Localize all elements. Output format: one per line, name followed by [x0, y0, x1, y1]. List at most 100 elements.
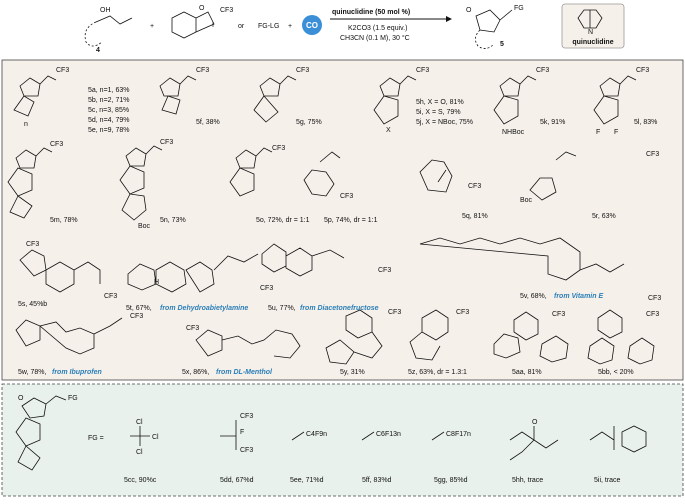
n-subscript: n [24, 121, 28, 128]
cf3-label: CF3 [536, 67, 549, 74]
product-o-label: O [466, 7, 472, 14]
nhboc-label: NHBoc [502, 129, 525, 136]
cf3-label: CF3 [260, 285, 273, 292]
caption-5g: 5g, 75% [296, 119, 322, 126]
cf3-label: CF3 [296, 67, 309, 74]
fg-core-structure: O FG [15, 395, 78, 471]
caption-5ff: 5ff, 83%d [362, 477, 392, 484]
caption-5e: 5e, n=9, 78% [88, 127, 129, 134]
cf3-label: CF3 [186, 325, 199, 332]
substrate-label: 4 [96, 47, 100, 54]
fg-ccl3: Cl Cl Cl [130, 419, 159, 456]
cf3-label: CF3 [456, 309, 469, 316]
plus-2: + [288, 23, 292, 30]
row2-atom-labels: CF3 CF3 CF3 CF3 CF3 CF3 Boc Boc [50, 139, 659, 230]
product-5: O FG 5 [466, 5, 524, 49]
row4-atom-labels: CF3 CF3 CF3 CF3 CF3 CF3 [130, 309, 659, 332]
cf3-label: CF3 [340, 193, 353, 200]
main-panel [1, 59, 684, 381]
caption-5b: 5b, n=2, 71% [88, 97, 129, 104]
caption-5n: 5n, 73% [160, 217, 186, 224]
row3-structures [19, 237, 625, 293]
row4-structures [15, 309, 655, 365]
row3-atom-labels: CF3 CF3 CF3 CF3 CF3 H [26, 241, 661, 302]
cf3-label: CF3 [378, 267, 391, 274]
togni-o-label: O [199, 5, 205, 12]
c8f17-label: C8F17n [446, 431, 471, 438]
row1-structures [13, 75, 637, 125]
cf3-label: CF3 [646, 151, 659, 158]
fg-c4f9: C4F9n [291, 431, 327, 441]
caption-5gg: 5gg, 85%d [434, 477, 468, 484]
caption-5y: 5y, 31% [340, 369, 365, 376]
cf3-label: CF3 [416, 67, 429, 74]
catalyst-text: quinuclidine (50 mol %) [332, 9, 410, 16]
caption-5a: 5a, n=1, 63% [88, 87, 129, 94]
caption-5u: 5u, 77%, [268, 305, 296, 312]
fg-phosphonate: O [509, 419, 559, 461]
or-label: or [238, 23, 245, 30]
source-5u: from Diacetonefructose [300, 305, 379, 312]
fg-c8f17: C8F17n [431, 431, 471, 441]
source-5t: from Dehydroabietylamine [160, 305, 248, 312]
fg-panel [1, 383, 684, 497]
togni-reagent: O I CF3 [171, 5, 233, 39]
caption-5o: 5o, 72%, dr = 1:1 [256, 217, 310, 224]
cf3-label: CF3 [468, 183, 481, 190]
row1-captions: 5a, n=1, 63% 5b, n=2, 71% 5c, n=3, 85% 5… [88, 87, 657, 134]
fg-cf-cf3-2: CF3 F CF3 [220, 413, 253, 454]
h-label: H [154, 279, 159, 286]
cf3-label: CF3 [240, 447, 253, 454]
caption-5i: 5i, X = S, 79% [416, 109, 461, 116]
c6f13-label: C6F13n [376, 431, 401, 438]
cf3-label: CF3 [160, 139, 173, 146]
caption-5ee: 5ee, 71%d [290, 477, 324, 484]
caption-5s: 5s, 45%b [18, 301, 47, 308]
caption-5dd: 5dd, 67%d [220, 477, 254, 484]
row3-captions: 5s, 45%b 5t, 67%, from Dehydroabietylami… [18, 293, 603, 312]
caption-5p: 5p, 74%, dr = 1:1 [324, 217, 378, 224]
row2-captions: 5m, 78% 5n, 73% 5o, 72%, dr = 1:1 5p, 74… [50, 213, 616, 224]
quinuclidine-box-label: quinuclidine [572, 39, 613, 46]
boc-label: Boc [520, 197, 533, 204]
cf3-label: CF3 [552, 311, 565, 318]
f-label: F [240, 429, 244, 436]
togni-cf3-label: CF3 [220, 7, 233, 14]
fg-c6f13: C6F13n [361, 431, 401, 441]
fg-core-fg-label: FG [68, 395, 78, 402]
cf3-label: CF3 [648, 295, 661, 302]
f-label: F [614, 129, 618, 136]
caption-5z: 5z, 63%, dr = 1.3:1 [408, 369, 467, 376]
caption-5d: 5d, n=4, 79% [88, 117, 129, 124]
co-circle [302, 15, 322, 35]
cf3-label: CF3 [56, 67, 69, 74]
caption-5c: 5c, n=3, 85% [88, 107, 129, 114]
caption-5bb: 5bb, < 20% [598, 369, 634, 376]
source-5v: from Vitamin E [554, 293, 603, 300]
caption-5f: 5f, 38% [196, 119, 220, 126]
caption-5aa: 5aa, 81% [512, 369, 542, 376]
quinuclidine-box: N quinuclidine [561, 3, 625, 49]
fg-captions: 5cc, 90%c 5dd, 67%d 5ee, 71%d 5ff, 83%d … [124, 477, 621, 484]
caption-5x: 5x, 86%, [182, 369, 209, 376]
plus-1: + [150, 23, 154, 30]
substrate-4: OH 4 [84, 7, 133, 54]
base-text: K2CO3 (1.5 equiv.) [348, 25, 407, 32]
caption-5h: 5h, X = O, 81% [416, 99, 464, 106]
caption-5hh: 5hh, trace [512, 477, 543, 484]
row4-captions: 5w, 78%, from Ibuprofen 5x, 86%, from DL… [18, 369, 634, 376]
caption-5r: 5r, 63% [592, 213, 616, 220]
product-label: 5 [500, 41, 504, 48]
cf3-label: CF3 [196, 67, 209, 74]
cf3-label: CF3 [104, 293, 117, 300]
cf3-label: CF3 [388, 309, 401, 316]
caption-5cc: 5cc, 90%c [124, 477, 157, 484]
c4f9-label: C4F9n [306, 431, 327, 438]
reaction-equation: OH 4 + O I CF3 or FG-LG + CO quinuclidin… [84, 3, 625, 54]
fg-core-o-label: O [18, 395, 24, 402]
cl-label: Cl [152, 434, 159, 441]
caption-5w: 5w, 78%, [18, 369, 46, 376]
caption-5k: 5k, 91% [540, 119, 565, 126]
conditions-text: CH3CN (0.1 M), 30 °C [340, 34, 410, 42]
f-label: F [596, 129, 600, 136]
